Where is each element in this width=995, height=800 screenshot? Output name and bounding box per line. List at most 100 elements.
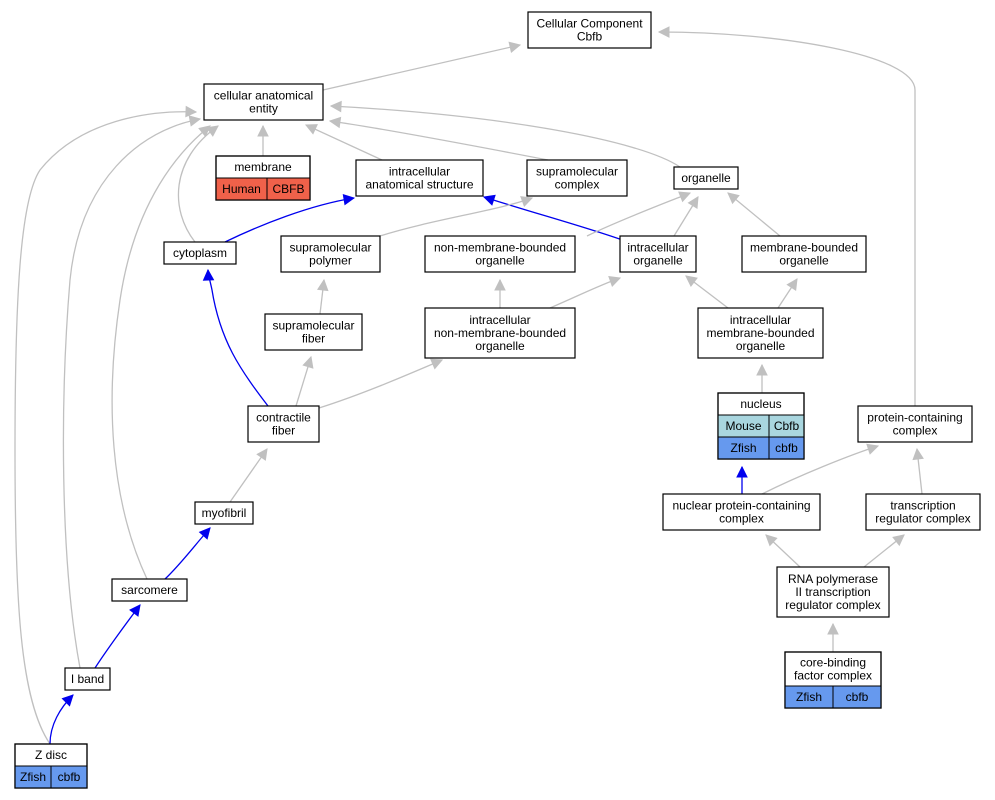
- edge-arrowhead: [912, 447, 924, 461]
- edge-iband-to-cae: [62, 115, 202, 669]
- node-iband[interactable]: I band: [64, 667, 111, 691]
- edge-zdisc-to-iband: [49, 694, 74, 745]
- edge-imbo-to-mbo: [777, 278, 798, 309]
- node-label-line: membrane-bounded: [706, 326, 814, 340]
- node-box: [527, 11, 652, 49]
- node-label-line: sarcomere: [121, 583, 178, 597]
- edge-arrowhead: [508, 41, 522, 54]
- node-label-line: fiber: [302, 332, 325, 346]
- node-box: [865, 493, 981, 531]
- node-sarcomere[interactable]: sarcomere: [111, 578, 188, 602]
- node-label-line: fiber: [272, 424, 295, 438]
- node-label-line: organelle: [681, 171, 731, 185]
- edge-arrowhead: [756, 363, 768, 376]
- node-organelle[interactable]: organelle: [673, 166, 739, 190]
- node-inmbo[interactable]: intracellularnon-membrane-boundedorganel…: [424, 307, 576, 359]
- edge-arrowhead: [188, 115, 202, 127]
- edge-arrowhead: [678, 191, 692, 203]
- edge-arrowhead: [317, 278, 329, 292]
- node-box: [526, 159, 628, 197]
- edge-arrowhead: [185, 105, 198, 118]
- node-border: [784, 651, 882, 709]
- node-cytoplasm[interactable]: cytoplasm: [163, 241, 237, 265]
- node-label-line: protein-containing: [867, 411, 962, 425]
- node-myofibril[interactable]: myofibril: [194, 501, 254, 525]
- node-box: [741, 235, 867, 273]
- node-box: [857, 405, 973, 443]
- node-box: [355, 159, 484, 197]
- edge-arrowhead: [198, 527, 211, 540]
- node-label-line: factor complex: [794, 669, 872, 683]
- node-label-line: supramolecular: [272, 319, 354, 333]
- edge-arrowhead: [302, 355, 314, 369]
- node-box: [776, 566, 890, 618]
- node-label-line: Z disc: [35, 748, 67, 762]
- node-box: [662, 493, 821, 531]
- edge-smp-to-smc: [379, 196, 534, 237]
- edge-arrowhead: [786, 278, 798, 291]
- edge-trc-to-pcc: [912, 447, 924, 495]
- edge-pcc-to-cc: [657, 26, 916, 406]
- edge-smc-to-cae: [328, 116, 549, 161]
- edge-cf-to-inmbo: [318, 358, 444, 409]
- node-label-line: membrane-bounded: [750, 241, 858, 255]
- annotation-gene: cbfb: [58, 770, 81, 784]
- edge-arrowhead: [329, 100, 342, 113]
- node-label-line: polymer: [309, 254, 352, 268]
- edge-arrowhead: [736, 465, 748, 478]
- edge-imbo-to-io: [685, 275, 729, 309]
- node-label-line: cytoplasm: [173, 246, 227, 260]
- node-label-line: intracellular: [627, 241, 688, 255]
- node-border: [215, 155, 311, 201]
- edge-npcc-to-nucleus: [736, 465, 748, 494]
- edge-iband-to-sarcomere: [94, 604, 141, 669]
- edge-arrowhead: [827, 622, 839, 635]
- edge-ias-to-cae: [304, 124, 383, 161]
- node-box: [64, 667, 111, 691]
- annotation-species: Zfish: [796, 690, 822, 704]
- edge-cbfc-to-rnap: [827, 622, 839, 652]
- edge-mbo-to-organelle: [727, 192, 781, 237]
- node-label-line: I band: [71, 672, 104, 686]
- edge-rnap-to-npcc: [765, 534, 801, 568]
- node-label-line: contractile: [256, 411, 311, 425]
- edge-arrowhead: [129, 604, 141, 617]
- edge-myofibril-to-cf: [229, 448, 268, 503]
- edge-arrowhead: [520, 196, 534, 208]
- edge-arrowhead: [304, 124, 318, 135]
- edge-arrowhead: [482, 194, 496, 206]
- edge-arrowhead: [494, 278, 506, 291]
- node-label-line: organelle: [475, 339, 525, 353]
- edge-arrowhead: [328, 116, 342, 129]
- node-label-line: myofibril: [202, 506, 247, 520]
- annotation-gene: cbfb: [775, 441, 798, 455]
- node-box: [673, 166, 739, 190]
- node-label-line: nuclear protein-containing: [672, 499, 810, 513]
- node-label-line: organelle: [779, 254, 829, 268]
- node-label-line: regulator complex: [875, 512, 970, 526]
- node-label-line: Cbfb: [577, 30, 603, 44]
- edge-nmbo-to-organelle: [586, 191, 692, 237]
- edge-cytoplasm-to-cae: [177, 125, 219, 243]
- node-box: [697, 307, 824, 359]
